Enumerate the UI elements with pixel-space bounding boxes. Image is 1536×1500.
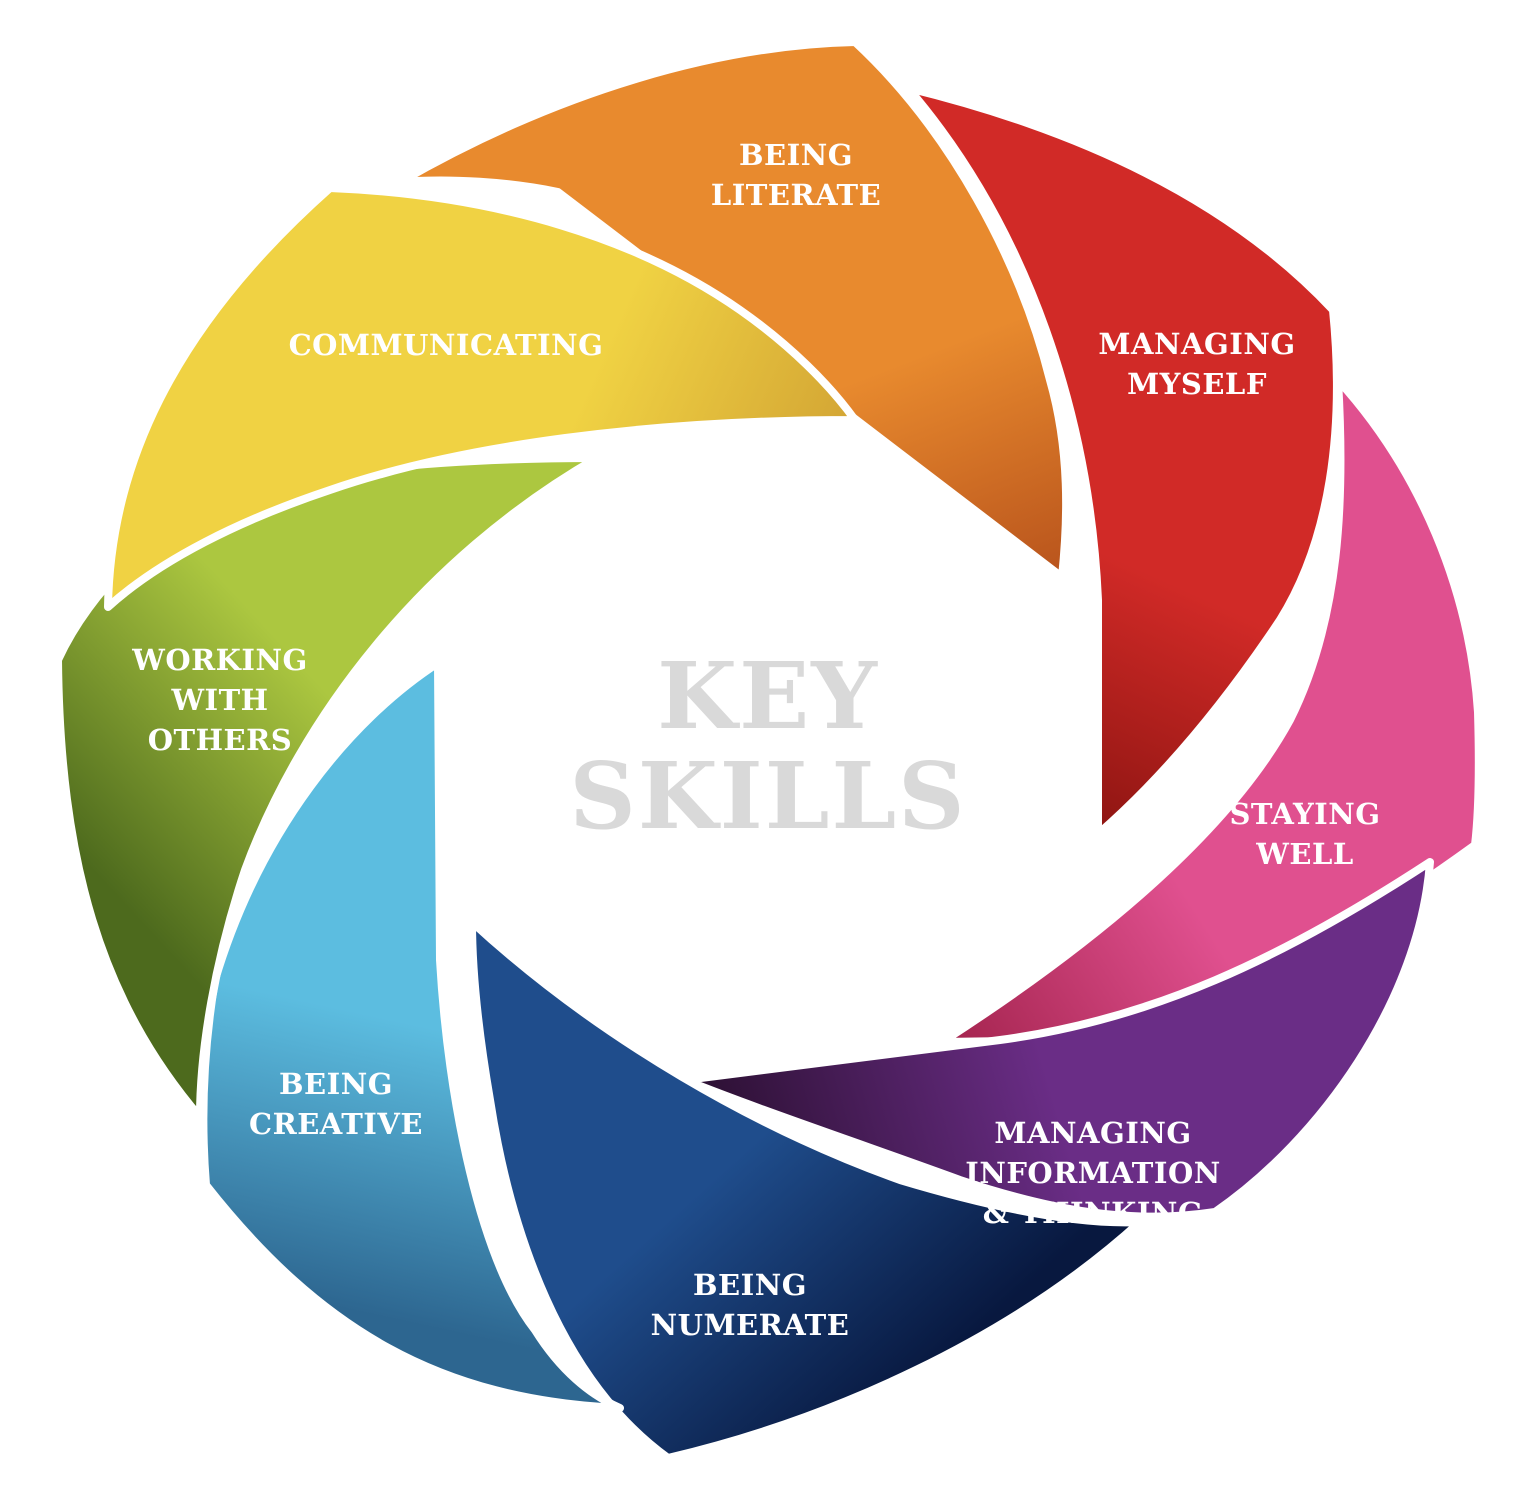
segment-being-creative <box>199 659 624 1412</box>
segment-label-line: INFORMATION <box>965 1156 1220 1190</box>
segment-label-line: BEING <box>739 138 853 172</box>
segment-label-communicating: COMMUNICATING <box>289 328 604 362</box>
segment-label-working-with-others: WORKING WITH OTHERS <box>131 643 307 757</box>
segment-managing-myself <box>904 84 1341 838</box>
petal-layer <box>54 38 1483 1462</box>
segment-communicating <box>104 184 859 611</box>
segment-label-line: MANAGING <box>994 1116 1191 1150</box>
segment-label-line: OTHERS <box>148 723 292 757</box>
segment-label-line: & THINKING <box>983 1196 1203 1230</box>
center-title-line: KEY <box>657 642 879 750</box>
segment-label-being-numerate: BEING NUMERATE <box>651 1268 850 1342</box>
segment-label-being-creative: BEING CREATIVE <box>249 1067 423 1141</box>
segment-label-managing-information-thinking: MANAGING INFORMATION & THINKING <box>965 1116 1220 1230</box>
segment-label-line: CREATIVE <box>249 1107 423 1141</box>
segment-label-line: LITERATE <box>711 178 881 212</box>
segment-label-line: WELL <box>1255 837 1353 871</box>
segment-label-staying-well: STAYING WELL <box>1229 797 1380 871</box>
segment-label-line: BEING <box>279 1067 393 1101</box>
label-layer: BEING LITERATE MANAGING MYSELF STAYING WELL MA… <box>131 138 1380 1342</box>
segment-label-line: STAYING <box>1229 797 1380 831</box>
segment-label-line: BEING <box>693 1268 807 1302</box>
segment-being-numerate <box>468 918 1144 1462</box>
segment-label-line: MYSELF <box>1127 367 1267 401</box>
segment-label-line: NUMERATE <box>651 1308 850 1342</box>
segment-label-being-literate: BEING LITERATE <box>711 138 881 212</box>
segment-label-line: COMMUNICATING <box>289 328 604 362</box>
segment-label-line: WORKING <box>131 643 307 677</box>
segment-label-line: WITH <box>170 683 268 717</box>
segment-managing-information-thinking <box>681 858 1434 1221</box>
center-title-line: SKILLS <box>569 742 966 850</box>
segment-label-managing-myself: MANAGING MYSELF <box>1098 327 1295 401</box>
segment-label-line: MANAGING <box>1098 327 1295 361</box>
